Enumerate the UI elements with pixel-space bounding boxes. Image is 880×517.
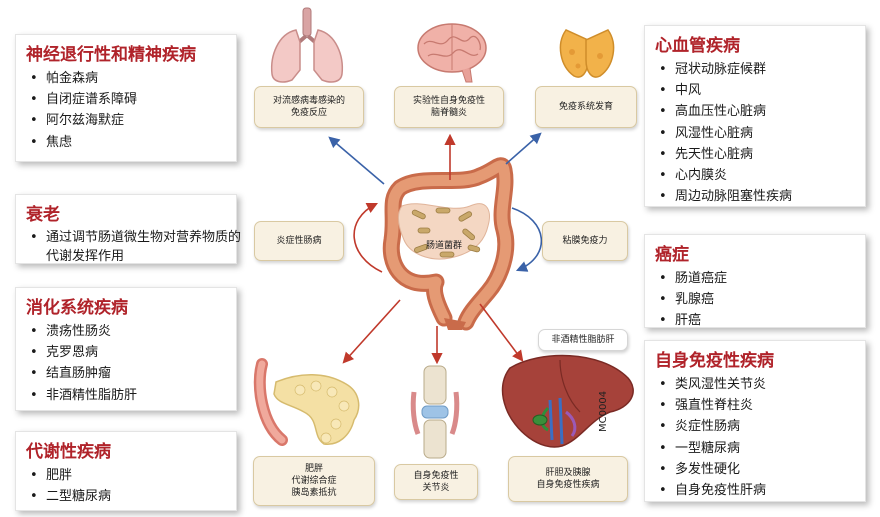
panel-aging: 衰老 通过调节肠道微生物对营养物质的代谢发挥作用	[15, 194, 241, 264]
list-item: 炎症性肠病	[659, 416, 766, 437]
list-item: 结直肠肿瘤	[30, 363, 137, 384]
label-hepatobiliary-autoimmune: 肝胆及胰腺 自身免疫性疾病	[508, 456, 628, 502]
list-item: 先天性心脏病	[659, 144, 792, 165]
liver-icon	[501, 354, 634, 448]
disease-list: 冠状动脉症候群 中风 高血压性心脏病 风湿性心脏病 先天性心脏病 心内膜炎 周边…	[659, 59, 792, 208]
panel-cancer: 癌症 肠道癌症 乳腺癌 肝癌	[644, 234, 866, 332]
list-item: 心内膜炎	[659, 165, 792, 186]
label-autoimmune-arthritis: 自身免疫性 关节炎	[394, 464, 478, 500]
list-item: 帕金森病	[30, 68, 137, 89]
list-item: 风湿性心脏病	[659, 123, 792, 144]
list-item: 冠状动脉症候群	[659, 59, 792, 80]
panel-title: 消化系统疾病	[26, 298, 128, 318]
pancreas-icon	[253, 358, 360, 446]
panel-title: 神经退行性和精神疾病	[26, 45, 196, 65]
list-item: 焦虑	[30, 132, 137, 153]
list-item: 肝癌	[659, 310, 727, 331]
panel-title: 自身免疫性疾病	[655, 351, 774, 371]
label-mucosal-immunity: 粘膜免疫力	[542, 221, 628, 261]
arrow-to-lungs	[328, 136, 385, 185]
label-immune-development: 免疫系统发育	[535, 86, 637, 128]
panel-cardiovascular: 心血管疾病 冠状动脉症候群 中风 高血压性心脏病 风湿性心脏病 先天性心脏病 心…	[644, 25, 866, 208]
lungs-icon	[270, 7, 344, 83]
disease-list: 帕金森病 自闭症谱系障碍 阿尔兹海默症 焦虑	[30, 68, 137, 153]
list-item: 多发性硬化	[659, 459, 766, 480]
list-item: 类风湿性关节炎	[659, 374, 766, 395]
label-inflammatory-bowel: 炎症性肠病	[254, 221, 344, 261]
list-item: 溃疡性肠炎	[30, 321, 137, 342]
joint-icon	[410, 365, 460, 459]
list-item: 高血压性心脏病	[659, 101, 792, 122]
list-item: 乳腺癌	[659, 289, 727, 310]
list-item: 自身免疫性肝病	[659, 480, 766, 501]
label-brain-encephalomyelitis: 实验性自身免疫性 脑脊髓炎	[394, 86, 504, 128]
list-item: 通过调节肠道微生物对营养物质的代谢发挥作用	[30, 228, 242, 266]
list-item: 中风	[659, 80, 792, 101]
disease-list: 通过调节肠道微生物对营养物质的代谢发挥作用	[30, 228, 242, 266]
list-item: 一型糖尿病	[659, 438, 766, 459]
list-item: 克罗恩病	[30, 342, 137, 363]
panel-title: 心血管疾病	[655, 36, 740, 56]
disease-list: 肥胖 二型糖尿病	[30, 465, 111, 508]
label-lung-immune-response: 对流感病毒感染的 免疫反应	[254, 86, 364, 128]
gut-microbiota-label: 肠道菌群	[426, 241, 463, 251]
list-item: 肥胖	[30, 465, 111, 486]
disease-list: 肠道癌症 乳腺癌 肝癌	[659, 268, 727, 332]
panel-title: 代谢性疾病	[26, 442, 111, 462]
list-item: 二型糖尿病	[30, 486, 111, 507]
arrow-to-pancreas	[342, 299, 401, 364]
panel-metabolic: 代谢性疾病 肥胖 二型糖尿病	[15, 431, 237, 511]
panel-neurodegenerative: 神经退行性和精神疾病 帕金森病 自闭症谱系障碍 阿尔兹海默症 焦虑	[15, 34, 237, 162]
list-item: 肠道癌症	[659, 268, 727, 289]
list-item: 周边动脉阻塞性疾病	[659, 186, 792, 207]
arrow-mucosal	[511, 207, 543, 272]
panel-digestive: 消化系统疾病 溃疡性肠炎 克罗恩病 结直肠肿瘤 非酒精性脂肪肝	[15, 287, 237, 411]
arrow-to-liver	[479, 303, 524, 362]
intestine-icon	[382, 157, 515, 331]
disease-list: 溃疡性肠炎 克罗恩病 结直肠肿瘤 非酒精性脂肪肝	[30, 321, 137, 406]
list-item: 非酒精性脂肪肝	[30, 385, 137, 406]
label-obesity-metabolic: 肥胖 代谢综合症 胰岛素抵抗	[253, 456, 375, 506]
brain-icon	[417, 23, 487, 83]
panel-title: 癌症	[655, 245, 689, 265]
list-item: 自闭症谱系障碍	[30, 89, 137, 110]
panel-autoimmune: 自身免疫性疾病 类风湿性关节炎 强直性脊柱炎 炎症性肠病 一型糖尿病 多发性硬化…	[644, 340, 866, 502]
label-nafld: 非酒精性脂肪肝	[538, 329, 628, 351]
thymus-icon	[559, 29, 615, 78]
disease-list: 类风湿性关节炎 强直性脊柱炎 炎症性肠病 一型糖尿病 多发性硬化 自身免疫性肝病	[659, 374, 766, 501]
arrow-to-thymus	[505, 132, 542, 165]
arrow-inflammation	[353, 202, 383, 273]
figure-code: MC0004	[598, 390, 609, 432]
list-item: 阿尔兹海默症	[30, 110, 137, 131]
list-item: 强直性脊柱炎	[659, 395, 766, 416]
panel-title: 衰老	[26, 205, 60, 225]
